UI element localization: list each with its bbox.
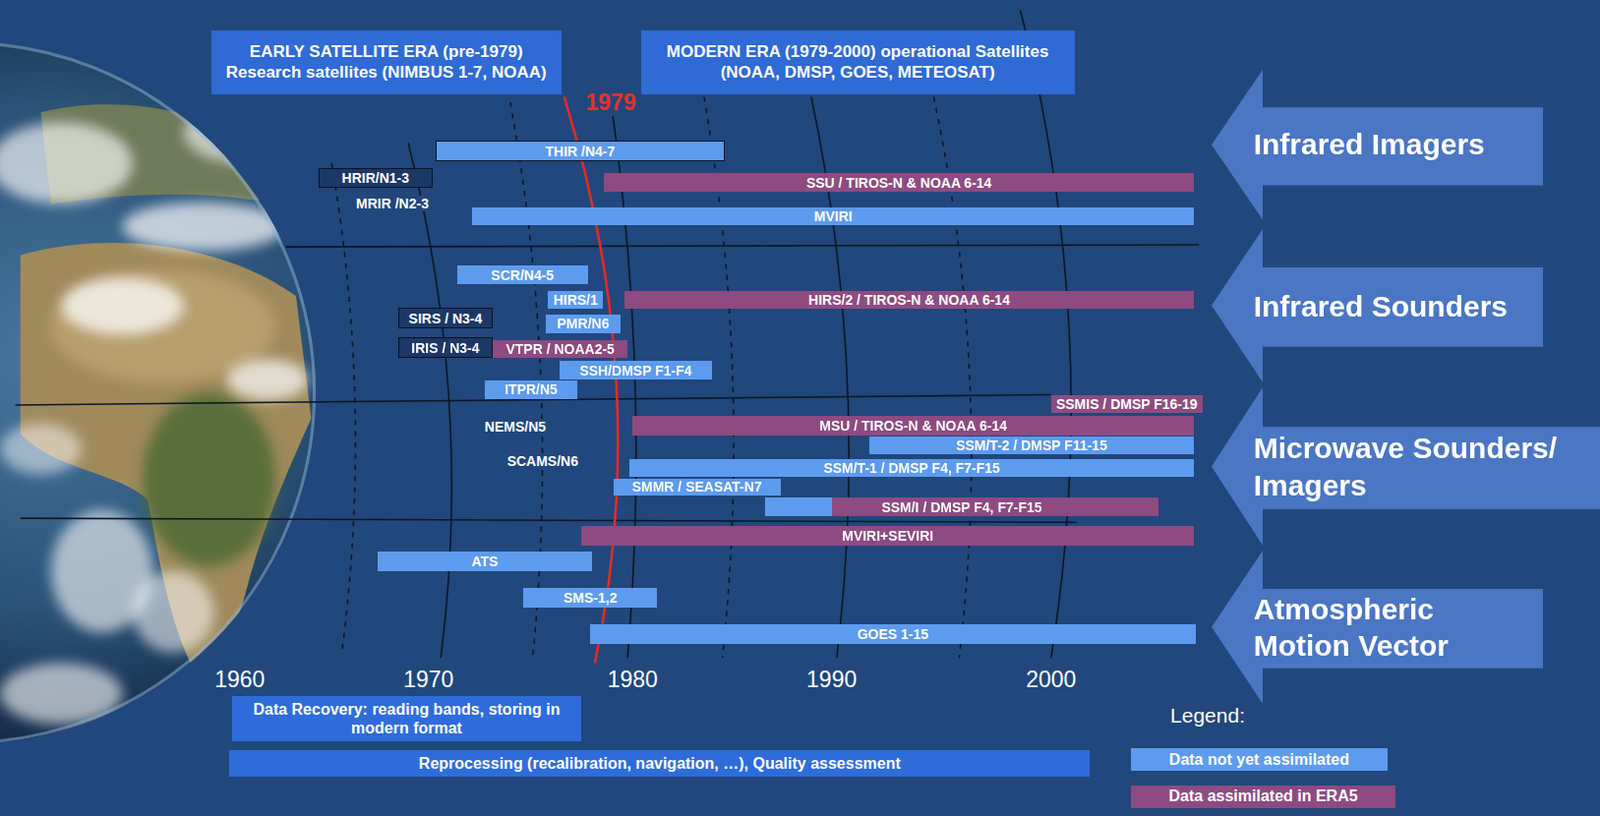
task-bar: Reprocessing (recalibration, navigation,…: [229, 750, 1090, 777]
year-marker: 1979: [584, 89, 639, 116]
instrument-bar: SSM/T-2 / DMSP F11-15: [869, 436, 1194, 455]
category-arrow: Atmospheric Motion Vector: [1211, 550, 1543, 705]
category-name: Infrared Sounders: [1253, 288, 1530, 326]
era-title: MODERN ERA (1979-2000) operational Satel…: [649, 42, 1067, 83]
atmosphere-rim: [0, 43, 315, 744]
instrument-name: SSM/T-1 / DMSP F4, F7-F15: [823, 461, 1000, 475]
instrument-bar: SSH/DMSP F1-F4: [559, 360, 713, 380]
category-name: Microwave Sounders/ Imagers: [1253, 429, 1591, 504]
axis-year: 1960: [212, 666, 267, 693]
instrument-bar: SMS-1,2: [523, 588, 657, 609]
arrow-outline: [1211, 550, 1543, 705]
instrument-name: ATS: [471, 554, 498, 569]
grid-arc: [331, 163, 356, 653]
legend-text: Data not yet assimilated: [1169, 752, 1350, 769]
grid-arc: [1020, 9, 1072, 658]
category-arrow: Infrared Sounders: [1211, 229, 1543, 383]
clouds: [0, 102, 308, 725]
category-name: Infrared Imagers: [1253, 125, 1530, 164]
instrument-name: SSMIS / DMSP F16-19: [1056, 397, 1198, 412]
legend-text: Data assimilated in ERA5: [1169, 788, 1359, 805]
instrument-bar: GOES 1-15: [590, 624, 1196, 645]
arrow-shape: [1211, 387, 1600, 546]
arrow-shape: [1211, 550, 1543, 705]
instrument-bar: SSU / TIROS-N & NOAA 6-14: [603, 173, 1194, 192]
era-header: EARLY SATELLITE ERA (pre-1979) Research …: [211, 30, 562, 95]
instrument-bar: HRIR/N1-3: [318, 168, 433, 188]
instrument-name: MSU / TIROS-N & NOAA 6-14: [819, 418, 1008, 433]
instrument-bar: HIRS/1: [547, 291, 603, 310]
instrument-bar: VTPR / NOAA2-5: [492, 340, 628, 359]
earth-globe: [0, 41, 317, 746]
arrow-outline: [1211, 387, 1600, 546]
instrument-name: HRIR/N1-3: [342, 171, 410, 185]
task-bar: Data Recovery: reading bands, storing in…: [232, 696, 583, 742]
ocean: [0, 41, 317, 746]
instrument-name: IRIS / N3-4: [411, 341, 479, 356]
axis-year: 1990: [804, 666, 859, 693]
instrument-name: SIRS / N3-4: [409, 311, 483, 326]
instrument-name: SSM/I / DMSP F4, F7-F15: [881, 500, 1042, 515]
instrument-bar: PMR/N6: [545, 314, 621, 335]
arrow-outline: [1211, 229, 1543, 383]
instrument-name: THIR /N4-7: [544, 144, 615, 159]
instrument-label: NEMS/N5: [482, 418, 548, 435]
instrument-bar: SCR/N4-5: [457, 265, 589, 286]
forest: [142, 392, 276, 566]
era-header: MODERN ERA (1979-2000) operational Satel…: [641, 30, 1075, 95]
instrument-name: SSH/DMSP F1-F4: [579, 363, 692, 378]
instrument-bar: SIRS / N3-4: [398, 307, 493, 329]
instrument-name: GOES 1-15: [857, 627, 929, 642]
category-arrow: Infrared Imagers: [1211, 69, 1543, 221]
instrument-bar: MSU / TIROS-N & NOAA 6-14: [632, 415, 1194, 436]
category-divider: [20, 518, 1077, 523]
instrument-label: MRIR /N2-3: [354, 195, 431, 212]
instrument-name: VTPR / NOAA2-5: [505, 342, 614, 356]
instrument-bar: ATS: [377, 551, 593, 572]
instrument-bar: HIRS/2 / TIROS-N & NOAA 6-14: [624, 291, 1194, 310]
instrument-label: SCAMS/N6: [505, 453, 581, 470]
legend-swatch: Data assimilated in ERA5: [1130, 785, 1397, 809]
task-name: Reprocessing (recalibration, navigation,…: [237, 754, 1082, 773]
legend-title: Legend:: [1168, 704, 1247, 728]
instrument-bar: SSMIS / DMSP F16-19: [1051, 395, 1203, 415]
instrument-bar: ITPR/N5: [484, 380, 578, 400]
axis-year: 1970: [401, 666, 456, 693]
instrument-name: HIRS/2 / TIROS-N & NOAA 6-14: [808, 293, 1010, 307]
legend-swatch: Data not yet assimilated: [1130, 748, 1388, 772]
instrument-name: SCR/N4-5: [490, 268, 554, 283]
instrument-bar: SSM/T-1 / DMSP F4, F7-F15: [629, 459, 1194, 477]
category-divider: [286, 244, 1200, 247]
instrument-bar: THIR /N4-7: [435, 140, 725, 162]
instrument-bar: SMMR / SEASAT-N7: [613, 478, 781, 497]
instrument-name: SSU / TIROS-N & NOAA 6-14: [806, 176, 993, 190]
instrument-bar: IRIS / N3-4: [398, 337, 493, 358]
instrument-name: SMMR / SEASAT-N7: [632, 479, 763, 494]
era-title: EARLY SATELLITE ERA (pre-1979) Research …: [219, 42, 554, 83]
axis-year: 1980: [605, 666, 660, 693]
category-name: Atmospheric Motion Vector: [1253, 591, 1499, 665]
instrument-name: MVIRI+SEVIRI: [841, 529, 934, 543]
instrument-name: HIRS/1: [553, 293, 598, 307]
instrument-name: PMR/N6: [557, 316, 610, 331]
axis-year: 2000: [1023, 666, 1078, 693]
instrument-name: SMS-1,2: [563, 591, 617, 605]
instrument-name: MVIRI: [814, 209, 853, 224]
instrument-bar: SSM/I / DMSP F4, F7-F15: [765, 497, 1158, 517]
instrument-bar: MVIRI+SEVIRI: [581, 526, 1194, 546]
task-name: Data Recovery: reading bands, storing in…: [239, 700, 575, 738]
instrument-name: ITPR/N5: [504, 382, 558, 397]
instrument-name: SSM/T-2 / DMSP F11-15: [955, 438, 1108, 453]
category-arrow: Microwave Sounders/ Imagers: [1211, 387, 1600, 546]
time-grid: [15, 9, 1200, 658]
instrument-bar: MVIRI: [472, 207, 1194, 227]
arrow-outline: [1211, 69, 1543, 221]
